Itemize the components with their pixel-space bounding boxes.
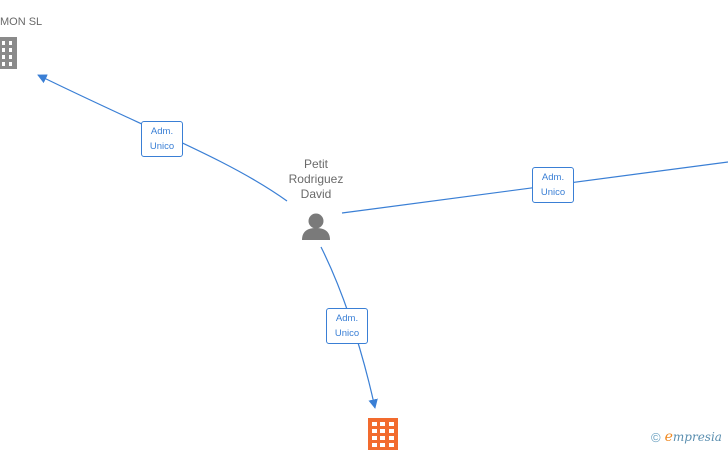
edge-label-line: Unico bbox=[334, 328, 360, 339]
edge-label-line: Adm. bbox=[150, 126, 174, 137]
edge-label-line: Adm. bbox=[541, 172, 565, 183]
edge-label-role: Adm. Unico bbox=[532, 167, 574, 203]
brand-name: mpresia bbox=[672, 430, 722, 444]
edge-label-line: Adm. bbox=[335, 313, 359, 324]
person-icon[interactable] bbox=[302, 213, 330, 241]
copyright-icon: © bbox=[651, 429, 661, 445]
building-icon[interactable] bbox=[0, 37, 17, 69]
watermark: © empresia bbox=[651, 429, 722, 445]
company-name-label[interactable]: MON SL bbox=[0, 16, 43, 28]
edge-label-line: Unico bbox=[149, 141, 175, 152]
brand-logo-letter: e bbox=[664, 429, 673, 445]
edge-label-role: Adm. Unico bbox=[141, 121, 183, 157]
building-icon[interactable] bbox=[368, 418, 398, 450]
person-name-label[interactable]: Petit Rodriguez David bbox=[288, 157, 344, 201]
edge-label-line: Unico bbox=[540, 187, 566, 198]
edge-label-role: Adm. Unico bbox=[326, 308, 368, 344]
edge-to-top-left-company bbox=[37, 74, 288, 202]
